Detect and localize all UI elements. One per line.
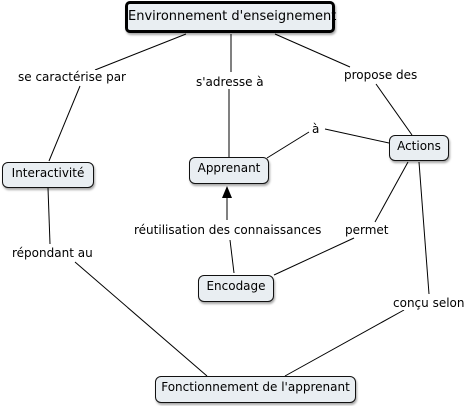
connector-line — [229, 239, 235, 274]
link-label-propose-des: propose des — [343, 68, 419, 82]
link-label-permet: permet — [344, 223, 390, 237]
connector-line — [94, 33, 187, 71]
connector-line — [418, 161, 430, 295]
link-label-concu-selon: conçu selon — [392, 296, 466, 310]
connector-line — [266, 131, 310, 159]
link-label-reutilisation-connaissances: réutilisation des connaissances — [133, 223, 323, 237]
concept-actions[interactable]: Actions — [389, 135, 449, 161]
concept-fonctionnement-apprenant[interactable]: Fonctionnement de l'apprenant — [155, 376, 356, 403]
connector-line — [273, 237, 355, 276]
connector-line — [274, 33, 351, 68]
link-label-s-adresse-a: s'adresse à — [195, 75, 265, 89]
concept-interactivite[interactable]: Interactivité — [2, 162, 94, 188]
concept-encodage[interactable]: Encodage — [198, 275, 274, 302]
link-label-repondant-au: répondant au — [11, 246, 94, 260]
concept-environnement-enseignement[interactable]: Environnement d'enseignement — [125, 1, 336, 33]
concept-apprenant[interactable]: Apprenant — [189, 157, 269, 184]
connector-line — [374, 161, 409, 223]
connector-line — [324, 128, 390, 144]
link-label-se-caracterise-par: se caractérise par — [17, 70, 127, 84]
arrowhead-icon — [222, 186, 232, 198]
connector-line — [47, 187, 51, 245]
connector-line — [74, 261, 208, 377]
connector-line — [375, 83, 413, 136]
link-label-a: à — [311, 122, 321, 136]
connector-line — [284, 309, 405, 377]
connector-line — [48, 85, 81, 162]
